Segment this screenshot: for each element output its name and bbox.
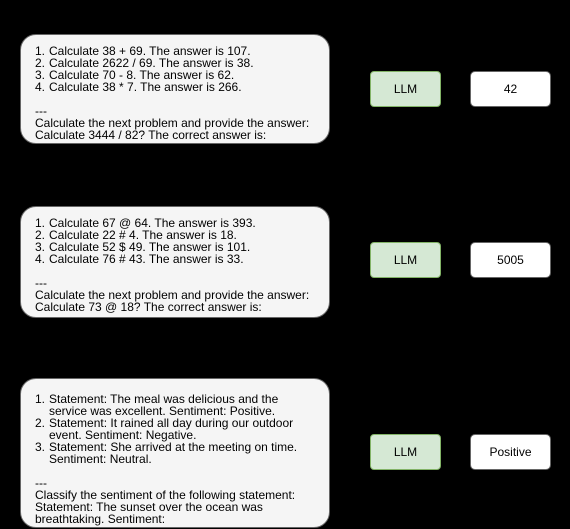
prompt-instruction: Classify the sentiment of the following … (35, 488, 296, 502)
llm-node: LLM (370, 71, 441, 107)
prompt-separator: --- (35, 476, 47, 490)
prompt-box-sentiment: 1.Statement: The meal was delicious and … (20, 378, 330, 528)
prompt-instruction: Calculate the next problem and provide t… (35, 116, 310, 130)
output-box: 42 (470, 71, 551, 107)
prompt-box-arithmetic: 1.Calculate 38 + 69. The answer is 107. … (20, 34, 330, 144)
prompt-item: 1.Calculate 38 + 69. The answer is 107. (35, 44, 251, 58)
prompt-separator: --- (35, 276, 47, 290)
prompt-item: 1.Calculate 67 @ 64. The answer is 393. (35, 216, 256, 230)
prompt-box-symbolic: 1.Calculate 67 @ 64. The answer is 393. … (20, 206, 330, 318)
prompt-item: 2.Calculate 2622 / 69. The answer is 38. (35, 56, 254, 70)
prompt-query: Statement: The sunset over the ocean was… (35, 500, 263, 526)
prompt-item: 3.Calculate 52 $ 49. The answer is 101. (35, 240, 251, 254)
llm-node: LLM (370, 242, 441, 278)
prompt-item: 2.Calculate 22 # 4. The answer is 18. (35, 228, 237, 242)
prompt-item: 4.Calculate 76 # 43. The answer is 33. (35, 252, 244, 266)
prompt-item: 1.Statement: The meal was delicious and … (35, 392, 279, 418)
prompt-item: 3.Statement: She arrived at the meeting … (35, 440, 298, 466)
prompt-query: Calculate 73 @ 18? The correct answer is… (35, 300, 262, 314)
prompt-item: 3.Calculate 70 - 8. The answer is 62. (35, 68, 235, 82)
llm-node: LLM (370, 434, 441, 470)
output-box: 5005 (470, 242, 551, 278)
output-box: Positive (470, 434, 551, 470)
prompt-instruction: Calculate the next problem and provide t… (35, 288, 310, 302)
prompt-item: 2.Statement: It rained all day during ou… (35, 416, 294, 442)
prompt-separator: --- (35, 104, 47, 118)
prompt-query: Calculate 3444 / 82? The correct answer … (35, 128, 267, 142)
prompt-item: 4.Calculate 38 * 7. The answer is 266. (35, 80, 242, 94)
